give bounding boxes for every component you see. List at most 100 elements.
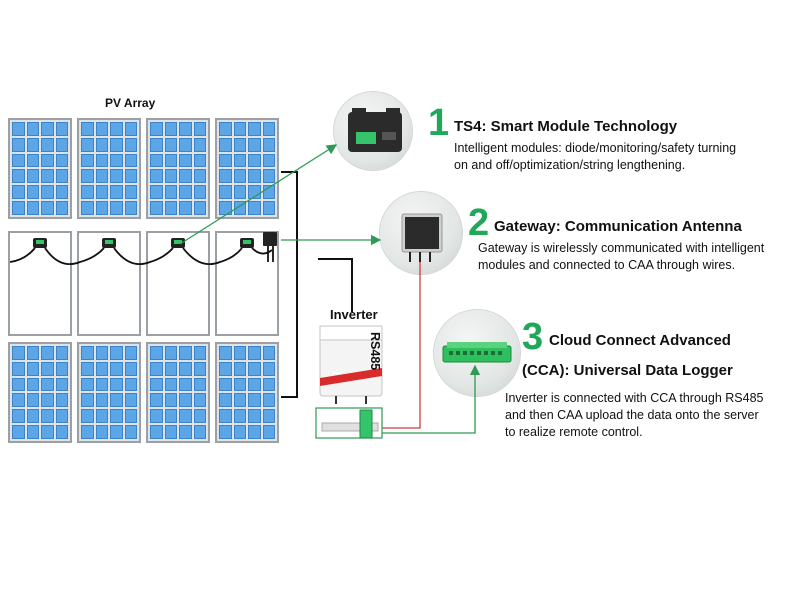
- pv-cell: [55, 361, 68, 376]
- pv-cell: [219, 425, 232, 439]
- pv-panel: [8, 342, 72, 443]
- pv-cell: [193, 409, 206, 424]
- pv-cell: [81, 137, 94, 152]
- pv-cell: [81, 153, 94, 168]
- pv-cell: [55, 185, 68, 200]
- pv-panel: [77, 342, 141, 443]
- pv-cell: [12, 137, 25, 152]
- pv-cell: [12, 425, 25, 439]
- pv-cell: [262, 346, 275, 360]
- pv-cell: [262, 122, 275, 136]
- pv-cell: [248, 425, 261, 439]
- pv-cell: [248, 409, 261, 424]
- pv-cell: [26, 425, 39, 439]
- pv-cell: [41, 169, 54, 184]
- pv-cell: [262, 377, 275, 392]
- section-3-heading-line-1: Cloud Connect Advanced: [549, 332, 731, 349]
- pv-cell: [164, 153, 177, 168]
- pv-cell: [41, 122, 54, 136]
- pv-cell: [95, 361, 108, 376]
- pv-cell: [233, 185, 246, 200]
- pv-cell: [12, 393, 25, 408]
- pv-cell: [95, 346, 108, 360]
- ts4-module-icon: [33, 232, 277, 248]
- section-1-desc-line: on and off/optimization/string lengtheni…: [454, 158, 686, 172]
- pv-cell: [26, 409, 39, 424]
- pv-cell: [219, 153, 232, 168]
- pv-cell: [81, 122, 94, 136]
- gateway-icon: [401, 213, 443, 262]
- pv-cell: [219, 137, 232, 152]
- pv-cell: [193, 153, 206, 168]
- pv-cell: [41, 185, 54, 200]
- pv-cell: [26, 361, 39, 376]
- pv-cell: [41, 137, 54, 152]
- pv-array-title: PV Array: [105, 96, 156, 110]
- pv-cell: [164, 201, 177, 215]
- pv-cell: [41, 409, 54, 424]
- pv-cell: [233, 346, 246, 360]
- pv-cell: [55, 425, 68, 439]
- pv-cell: [164, 346, 177, 360]
- pv-cell: [95, 377, 108, 392]
- pv-cell: [164, 425, 177, 439]
- pv-panel: [8, 118, 72, 219]
- pv-cell: [219, 377, 232, 392]
- pv-cell: [124, 393, 137, 408]
- pv-cell: [219, 122, 232, 136]
- pv-panel-back: [77, 231, 141, 336]
- pv-cell: [179, 122, 192, 136]
- pv-cell: [219, 393, 232, 408]
- pv-cell: [193, 425, 206, 439]
- pv-cell: [233, 361, 246, 376]
- section-1-heading: TS4: Smart Module Technology: [454, 118, 678, 135]
- inverter-icon: [319, 325, 383, 404]
- pv-cell: [164, 409, 177, 424]
- pv-cell: [55, 409, 68, 424]
- pv-cell: [219, 361, 232, 376]
- pv-cell: [219, 201, 232, 215]
- pv-cell: [124, 122, 137, 136]
- pv-cell: [26, 153, 39, 168]
- pv-cell: [124, 153, 137, 168]
- pv-cell: [219, 185, 232, 200]
- pv-cell: [26, 393, 39, 408]
- pv-cell: [95, 169, 108, 184]
- dc-wiring: [281, 171, 353, 398]
- pv-cell: [193, 137, 206, 152]
- pv-cell: [81, 425, 94, 439]
- pv-cell: [55, 346, 68, 360]
- pv-cell: [150, 393, 163, 408]
- section-3-number: 3: [522, 316, 544, 358]
- pv-cell: [55, 137, 68, 152]
- pv-cell: [248, 377, 261, 392]
- pv-cell: [150, 122, 163, 136]
- pv-panel: [146, 342, 210, 443]
- pv-cell: [12, 201, 25, 215]
- section-3-description: Inverter is connected with CCA through R…: [505, 390, 763, 441]
- cca-logger-icon: [442, 342, 512, 363]
- pv-cell: [81, 201, 94, 215]
- pv-cell: [179, 393, 192, 408]
- pv-cell: [262, 169, 275, 184]
- pv-cell: [55, 153, 68, 168]
- pv-cell: [81, 377, 94, 392]
- module-cables: [9, 246, 274, 266]
- pv-cell: [150, 137, 163, 152]
- pv-cell: [179, 361, 192, 376]
- section-2-desc-line: modules and connected to CAA through wir…: [478, 258, 736, 272]
- pv-cell: [124, 201, 137, 215]
- pv-cell: [124, 185, 137, 200]
- pv-cell: [193, 377, 206, 392]
- pv-cell: [248, 346, 261, 360]
- pv-cell: [26, 201, 39, 215]
- section-3-desc-line: to realize remote control.: [505, 425, 643, 439]
- pv-cell: [248, 393, 261, 408]
- pv-cell: [164, 185, 177, 200]
- pv-cell: [179, 169, 192, 184]
- pv-cell: [233, 377, 246, 392]
- section-3-desc-line: Inverter is connected with CCA through R…: [505, 391, 764, 405]
- pv-cell: [95, 425, 108, 439]
- pv-cell: [164, 137, 177, 152]
